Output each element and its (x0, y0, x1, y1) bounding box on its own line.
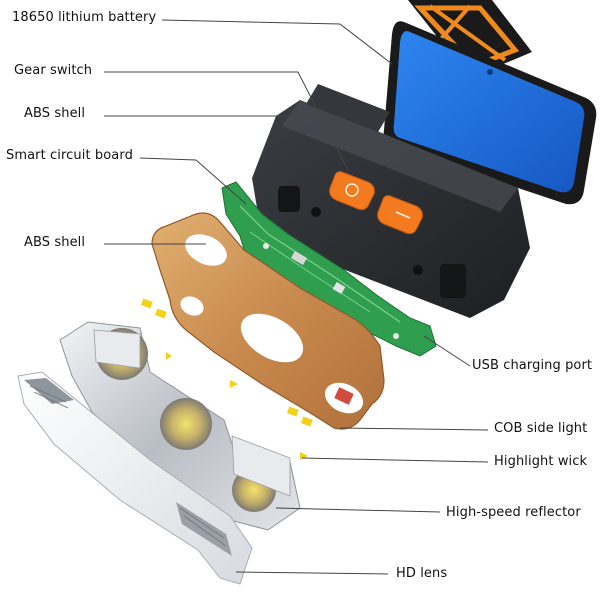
label-circuit-board: Smart circuit board (6, 148, 133, 163)
leader-usb-port (423, 335, 471, 367)
label-abs-shell-mid: ABS shell (24, 235, 86, 250)
leader-lens (235, 571, 389, 575)
copper-abs-shell (151, 212, 385, 430)
leader-reflector (275, 507, 441, 513)
orange-buttons (329, 171, 423, 235)
label-abs-shell-top: ABS shell (24, 106, 86, 121)
label-usb-port: USB charging port (472, 358, 593, 373)
leader-battery (161, 19, 393, 65)
leader-circuit-board (139, 157, 247, 205)
leader-wick (301, 457, 489, 463)
cob-leds (140, 298, 313, 460)
leader-lines (104, 19, 489, 575)
hd-lens (17, 371, 253, 585)
high-speed-reflector (59, 321, 301, 531)
leader-gear-switch (104, 71, 349, 171)
label-reflector: High-speed reflector (446, 505, 581, 520)
label-gear-switch: Gear switch (14, 63, 93, 78)
label-battery: 18650 lithium battery (12, 10, 157, 25)
smart-circuit-board (221, 181, 437, 357)
label-cob-light: COB side light (494, 421, 588, 436)
leader-cob-light (339, 427, 489, 431)
label-wick: Highlight wick (494, 454, 588, 469)
label-lens: HD lens (396, 566, 448, 581)
